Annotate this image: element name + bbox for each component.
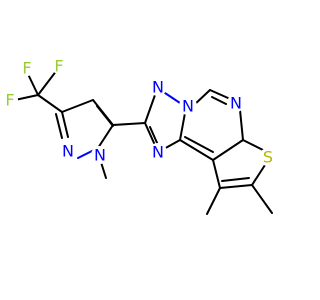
atom-n-triazole-left: N xyxy=(149,143,167,162)
bond-n-bridge-ch xyxy=(193,89,211,106)
atom-n-pyrimidine: N xyxy=(227,94,245,113)
bond-n-pyr-c xyxy=(239,109,244,141)
n-label: N xyxy=(182,97,194,116)
n-label: N xyxy=(152,78,164,97)
bond-c3-n2 xyxy=(61,111,69,138)
n-label: N xyxy=(152,143,164,162)
bond-cf3-c3 xyxy=(37,94,63,113)
atom-f-left: F xyxy=(2,91,18,110)
bond-c-c-thio xyxy=(219,184,253,189)
atom-s-thiophene: S xyxy=(259,148,277,167)
n-label: N xyxy=(230,94,242,113)
bond-methyl-right xyxy=(251,184,273,214)
bond-c2-n-left-double xyxy=(149,126,159,146)
molecule-svg: F F F N N N N N xyxy=(2,56,277,215)
bond-s-c xyxy=(251,164,266,186)
bond-cf3-f-top-left xyxy=(26,71,39,96)
bond-n-top-n-bridge xyxy=(161,90,181,104)
atom-f-top-left: F xyxy=(19,59,35,78)
bond-c2-n-left xyxy=(144,122,155,144)
atom-n-fused-bridge: N xyxy=(179,97,197,116)
bond-cf3-f-left xyxy=(14,94,39,101)
bond-pyrazole-triazole xyxy=(112,122,146,126)
atom-n-pyrazole-2: N xyxy=(59,142,77,161)
bond-c5-n1 xyxy=(97,124,114,149)
s-label: S xyxy=(263,148,273,167)
bond-c3-c4 xyxy=(61,99,94,113)
f-label: F xyxy=(5,91,14,110)
bond-c3-n2-double xyxy=(55,113,63,139)
atom-n-pyrazole-1: N xyxy=(91,146,109,165)
bond-c2-n-top xyxy=(144,94,156,124)
bond-cf3-f-top-right xyxy=(37,69,58,96)
bond-c-s xyxy=(242,139,264,151)
f-label: F xyxy=(22,59,31,78)
f-label: F xyxy=(54,57,63,76)
bond-c-c-fusion-double xyxy=(184,136,214,153)
bond-c-c-fusion xyxy=(179,139,214,161)
bond-c-c-thio-double xyxy=(221,177,250,182)
bond-bridge-c xyxy=(179,112,186,141)
structure-diagram: F F F N N N N N xyxy=(2,56,277,215)
n-label: N xyxy=(62,142,74,161)
bond-ch-n-pyr xyxy=(209,89,229,99)
bond-c-c-pyr xyxy=(212,139,244,161)
bond-c-c-thio-fusion xyxy=(212,159,221,189)
bond-c4-c5-double xyxy=(96,105,114,127)
atom-n-triazole-top: N xyxy=(149,78,167,97)
n-label: N xyxy=(94,146,106,165)
bond-ch-n-pyr-double xyxy=(211,96,227,105)
atom-f-top-right: F xyxy=(51,57,67,76)
bond-methyl-left xyxy=(206,187,221,215)
